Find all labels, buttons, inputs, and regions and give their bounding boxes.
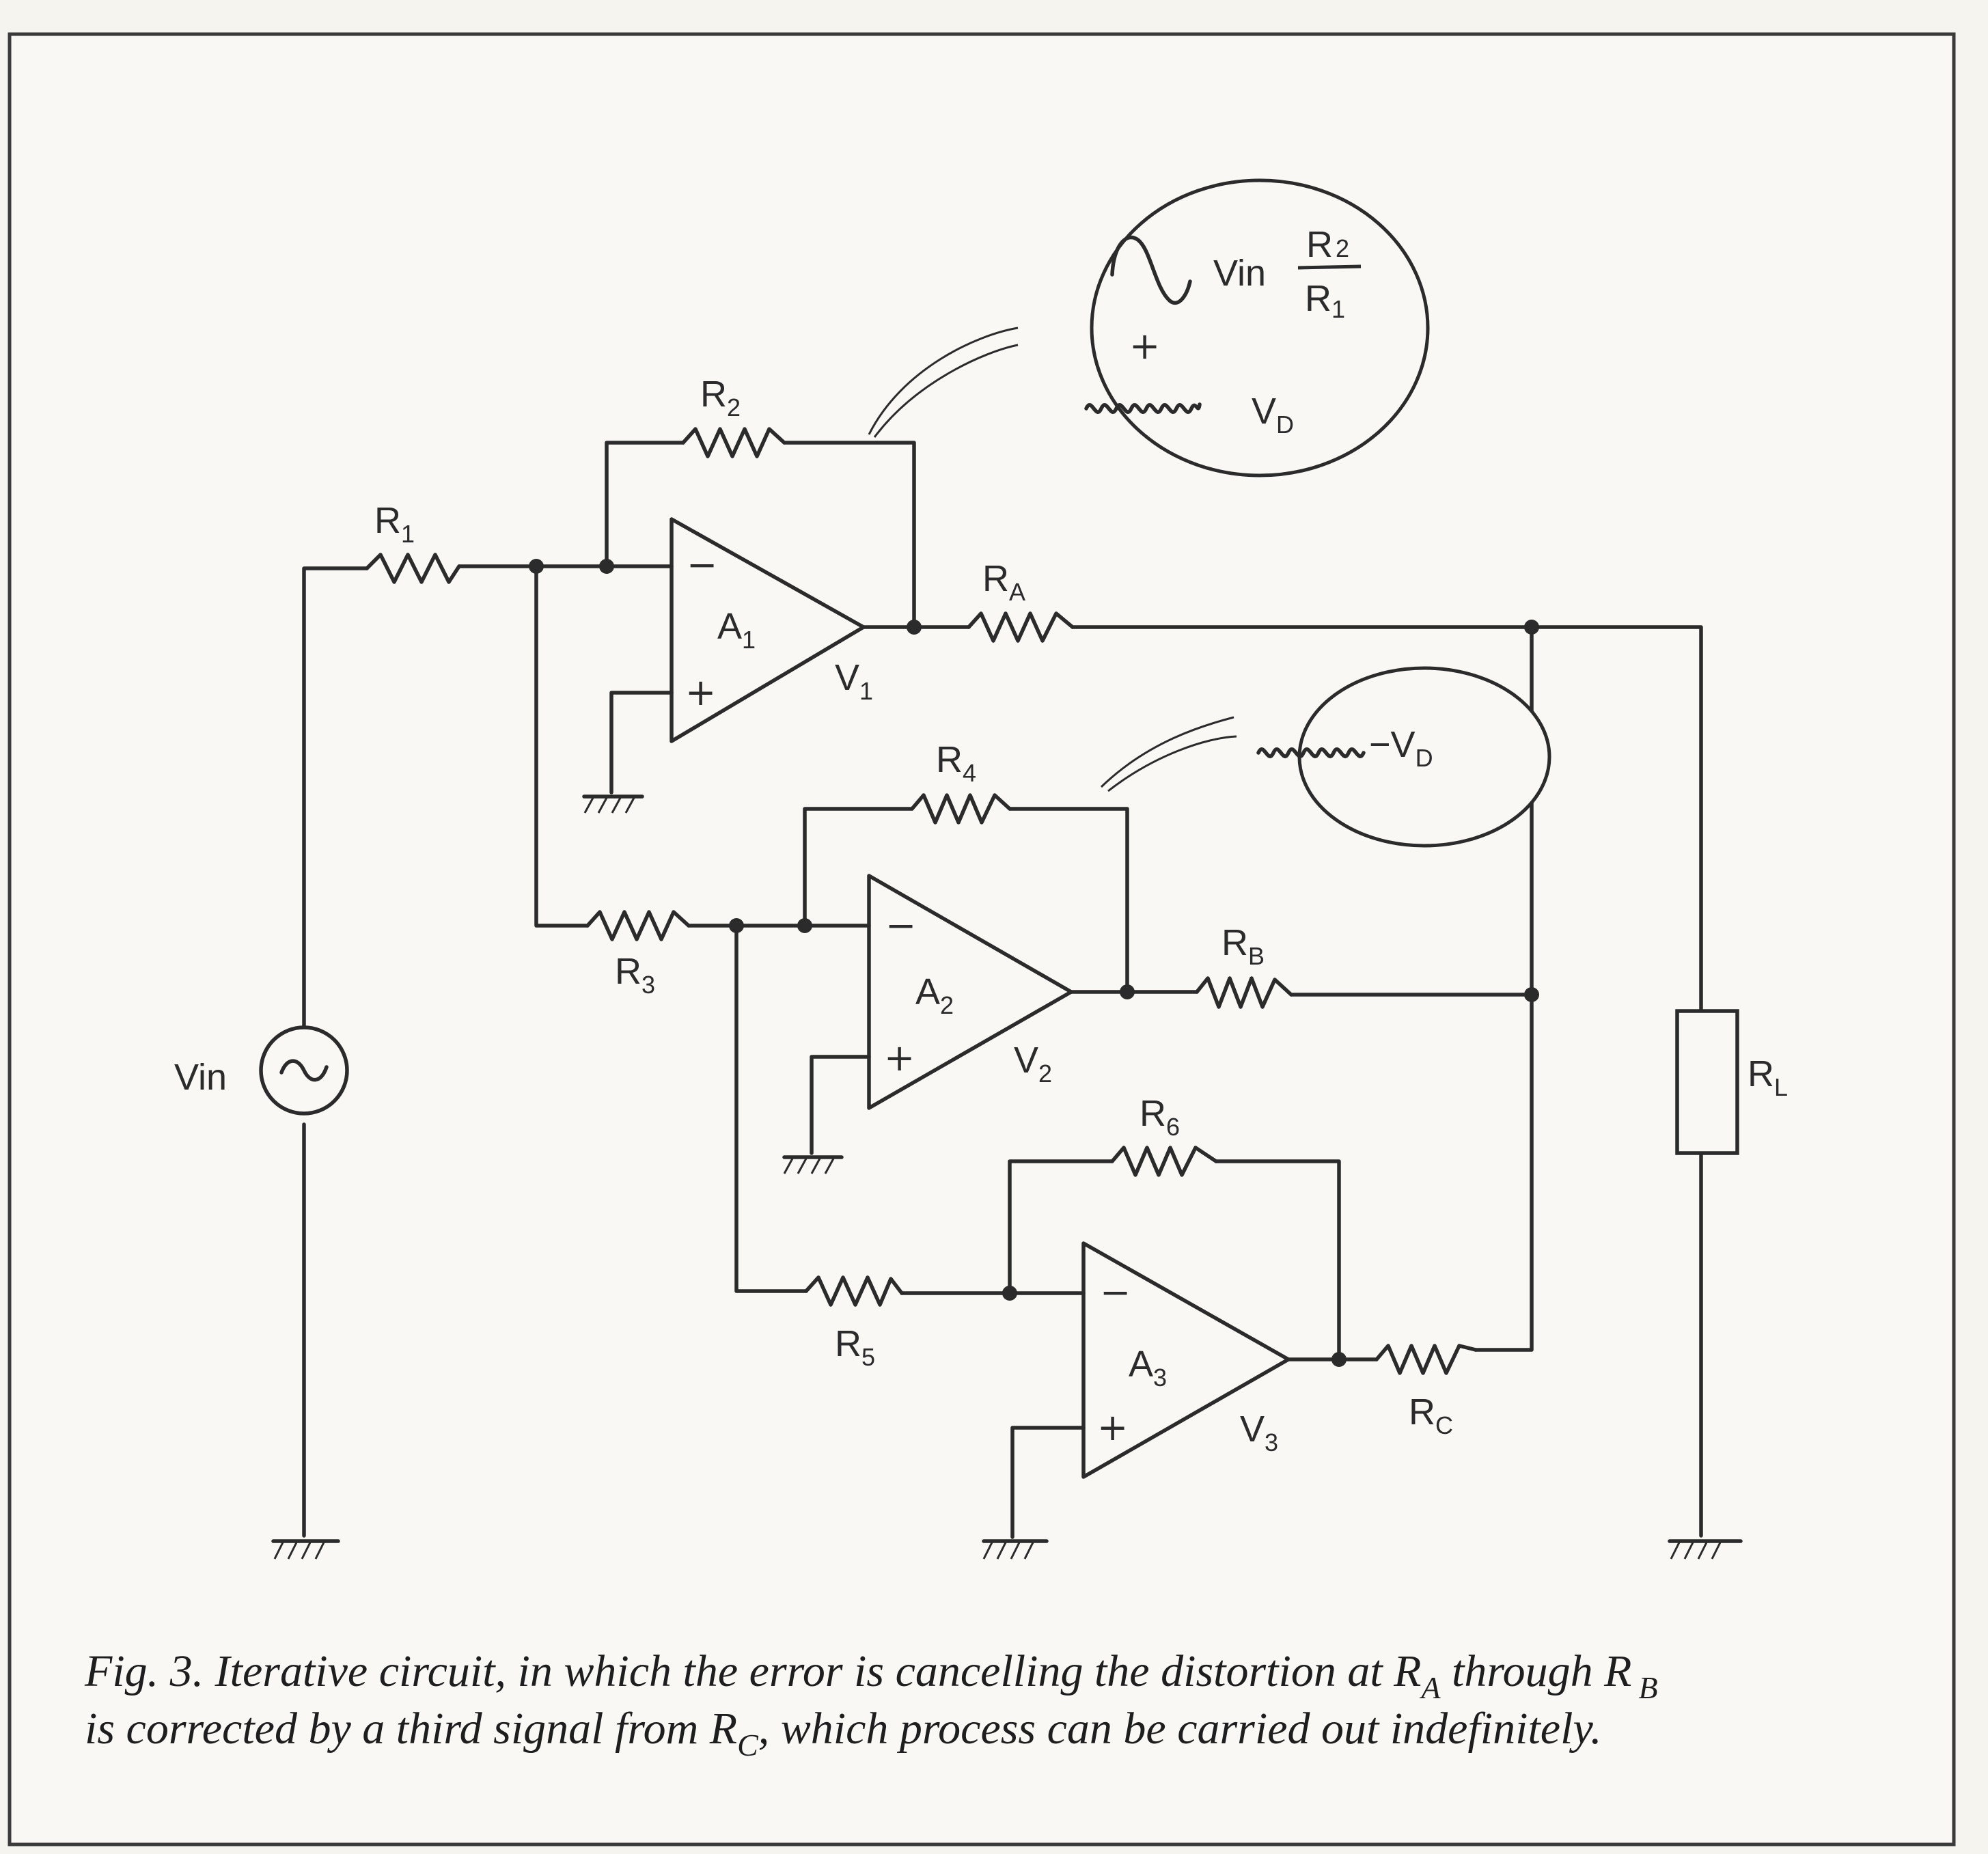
resistor-r2	[681, 427, 786, 458]
a2-minus-sign: −	[885, 904, 916, 947]
resistor-rb	[1195, 976, 1293, 1009]
ground-symbols	[271, 794, 1743, 1560]
label-r6: R6	[1140, 1093, 1180, 1141]
label-r1: R1	[374, 500, 415, 548]
resistors	[365, 427, 1739, 1375]
resistor-rl	[1675, 1009, 1739, 1155]
label-rc: RC	[1409, 1392, 1453, 1439]
a3-plus-sign: +	[1097, 1406, 1128, 1449]
label-a1: A1	[717, 606, 756, 654]
bubble-minus-vd: −VD	[1369, 724, 1433, 772]
op-amp-a3	[1081, 1241, 1290, 1479]
bubble-vd: VD	[1252, 391, 1294, 439]
ground-icon	[582, 794, 644, 814]
wiring	[302, 441, 1703, 1539]
ac-source	[259, 1025, 349, 1116]
resistor-r6	[1110, 1146, 1218, 1177]
noise-wave-icon	[1256, 747, 1366, 758]
figure-caption: Fig. 3. Iterative circuit, in which the …	[84, 1646, 1658, 1762]
bubble-2-text: −VD	[1369, 724, 1433, 772]
noise-wave-icon	[1084, 402, 1202, 414]
junction-dots	[529, 559, 1539, 1367]
fraction-bar	[1297, 264, 1362, 270]
resistor-r1	[365, 553, 461, 584]
annotation-bubble-2	[1100, 666, 1551, 848]
caption-line-1: Fig. 3. Iterative circuit, in which the …	[84, 1646, 1658, 1705]
bubble-vin: Vin	[1213, 253, 1266, 294]
a2-plus-sign: +	[884, 1036, 915, 1079]
sine-icon	[279, 1059, 329, 1082]
caption-line-2: is corrected by a third signal from RC, …	[85, 1704, 1602, 1762]
label-rl: RL	[1748, 1053, 1788, 1101]
label-a2: A2	[915, 971, 954, 1019]
annotation-bubble-1	[868, 178, 1430, 478]
resistor-r5	[804, 1275, 904, 1307]
bubble-frac-den: R1	[1305, 278, 1345, 323]
sine-wave-icon	[1110, 235, 1192, 305]
resistor-r3	[585, 910, 691, 941]
ground-icon	[782, 1155, 844, 1174]
label-a3: A3	[1129, 1344, 1167, 1392]
label-r4: R4	[936, 739, 976, 787]
label-v3: V3	[1240, 1409, 1278, 1456]
label-r2: R2	[700, 374, 741, 421]
op-amp-a1	[669, 517, 866, 743]
label-v1: V1	[835, 657, 873, 705]
a3-minus-sign: −	[1100, 1271, 1131, 1314]
label-vin: Vin	[174, 1057, 227, 1098]
component-labels: R1 R2 RA R4 R3 RB R6 R5 RC RL Vin A1 A2 …	[174, 374, 1788, 1456]
label-ra: RA	[982, 558, 1025, 606]
resistor-rc	[1375, 1344, 1478, 1375]
bubble-plus: +	[1129, 324, 1160, 368]
a1-minus-sign: −	[687, 543, 717, 586]
resistor-r4	[910, 793, 1012, 825]
resistor-ra	[967, 611, 1075, 643]
label-v2: V2	[1014, 1040, 1052, 1088]
a1-plus-sign: +	[685, 671, 716, 714]
ground-icon	[982, 1539, 1049, 1560]
label-rb: RB	[1221, 922, 1265, 970]
op-amp-a2	[867, 874, 1073, 1110]
label-r3: R3	[615, 951, 655, 999]
ground-icon	[271, 1539, 340, 1560]
label-r5: R5	[835, 1323, 875, 1371]
ground-icon	[1668, 1539, 1743, 1560]
op-amps	[669, 517, 1290, 1479]
